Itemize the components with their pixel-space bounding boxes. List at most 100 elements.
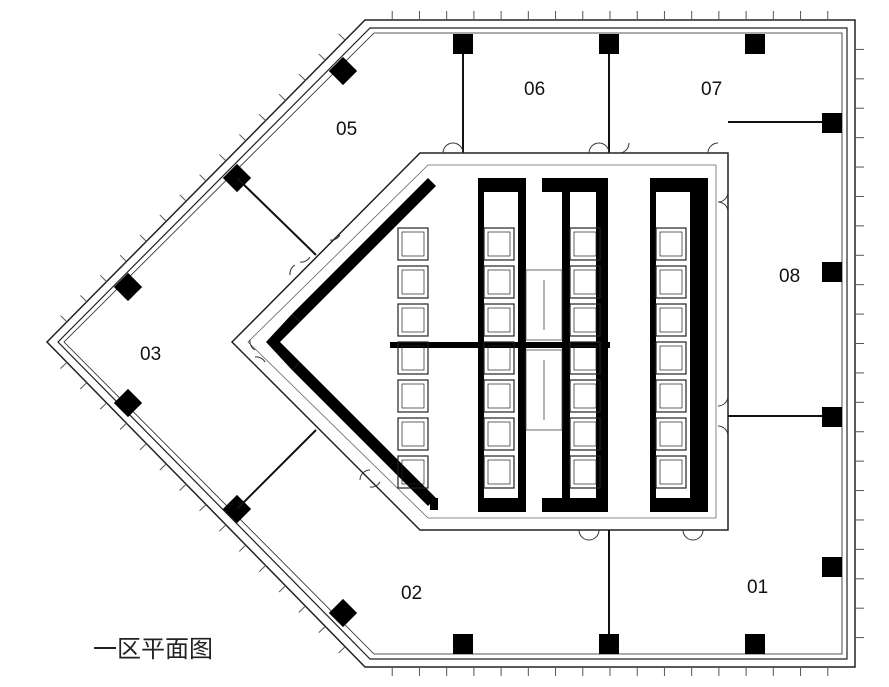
- mullion: [258, 113, 266, 121]
- core-cell-inner: [659, 383, 683, 409]
- core-cell-inner: [487, 345, 511, 371]
- mullion: [298, 73, 306, 81]
- core-cell-inner: [401, 383, 425, 409]
- mullion: [179, 483, 187, 491]
- core-cell-inner: [659, 345, 683, 371]
- core-cell-inner: [659, 231, 683, 257]
- mullion: [318, 626, 326, 634]
- core-cell-inner: [401, 459, 425, 485]
- core-cell-inner: [401, 421, 425, 447]
- core-cell-inner: [487, 421, 511, 447]
- core-cells: [397, 227, 687, 489]
- core-cell: [397, 303, 429, 337]
- core-cell: [655, 341, 687, 375]
- core-cell: [397, 379, 429, 413]
- mullion: [338, 646, 346, 654]
- core-cell: [397, 341, 429, 375]
- mullion: [278, 93, 286, 101]
- mullion: [219, 524, 227, 532]
- core-cell: [483, 417, 515, 451]
- doors: [249, 142, 729, 541]
- core-cell: [655, 379, 687, 413]
- mullion: [99, 274, 107, 282]
- core-cell-inner: [573, 421, 597, 447]
- core-cell: [483, 265, 515, 299]
- core-cell: [569, 303, 601, 337]
- unit-label-06: 06: [524, 79, 545, 100]
- unit-label-03: 03: [140, 344, 161, 365]
- core-cell-inner: [401, 307, 425, 333]
- mullion: [318, 53, 326, 61]
- unit-label-07: 07: [701, 79, 722, 100]
- mullion: [79, 382, 88, 390]
- core-cell: [397, 455, 429, 489]
- core-cell-inner: [487, 459, 511, 485]
- core-cell-inner: [659, 421, 683, 447]
- core-cell-inner: [573, 345, 597, 371]
- core-cell-inner: [573, 269, 597, 295]
- mullion: [298, 605, 306, 613]
- core-cell-inner: [573, 307, 597, 333]
- core-cell: [655, 417, 687, 451]
- mullion: [60, 315, 68, 323]
- core-cell-inner: [401, 345, 425, 371]
- unit-label-02: 02: [401, 583, 422, 604]
- core-cell: [397, 265, 429, 299]
- core-cell-inner: [487, 269, 511, 295]
- mullion: [258, 565, 266, 573]
- core-cell: [397, 417, 429, 451]
- core-walls: [266, 178, 708, 512]
- core-cell: [483, 341, 515, 375]
- core-cell: [569, 341, 601, 375]
- mullion: [139, 443, 147, 451]
- core-cell: [655, 303, 687, 337]
- unit-label-05: 05: [336, 119, 357, 140]
- curtain-wall-mullions: [60, 11, 864, 676]
- mullion: [119, 422, 127, 430]
- core-cell-inner: [659, 459, 683, 485]
- core-cell-inner: [401, 269, 425, 295]
- core-cell: [483, 227, 515, 261]
- corridor-outline: [230, 152, 729, 531]
- mullion: [199, 504, 207, 512]
- core-cell: [655, 227, 687, 261]
- unit-label-08: 08: [779, 266, 800, 287]
- core-cell: [483, 455, 515, 489]
- mullion: [119, 254, 127, 262]
- core-cell: [569, 227, 601, 261]
- core-cell-inner: [487, 307, 511, 333]
- core-cell: [397, 227, 429, 261]
- mullion: [338, 33, 346, 41]
- core-cell: [483, 379, 515, 413]
- core-cell: [569, 417, 601, 451]
- unit-label-01: 01: [747, 577, 768, 598]
- core-cell-inner: [487, 383, 511, 409]
- core-cell-inner: [487, 231, 511, 257]
- core-cell: [655, 265, 687, 299]
- unit-labels: 01 02 03 05 06 07 08: [140, 79, 800, 604]
- mullion: [99, 402, 107, 410]
- partition-walls: [236, 54, 822, 634]
- mullion: [199, 174, 207, 182]
- mullion: [219, 154, 227, 162]
- core-cell: [483, 303, 515, 337]
- stairs: [525, 269, 563, 431]
- mullion: [159, 214, 167, 222]
- mullion: [278, 585, 286, 593]
- mullion: [159, 463, 167, 471]
- mullion: [60, 361, 68, 369]
- mullion: [139, 234, 147, 242]
- core-cell: [569, 455, 601, 489]
- core-cell: [569, 379, 601, 413]
- core-cell-inner: [401, 231, 425, 257]
- core-cell: [569, 265, 601, 299]
- mullion: [238, 544, 247, 552]
- core-cell-inner: [573, 231, 597, 257]
- core-cell: [655, 455, 687, 489]
- mullion: [238, 134, 247, 142]
- mullion: [79, 295, 88, 303]
- core-cell-inner: [573, 383, 597, 409]
- core-cell-inner: [659, 307, 683, 333]
